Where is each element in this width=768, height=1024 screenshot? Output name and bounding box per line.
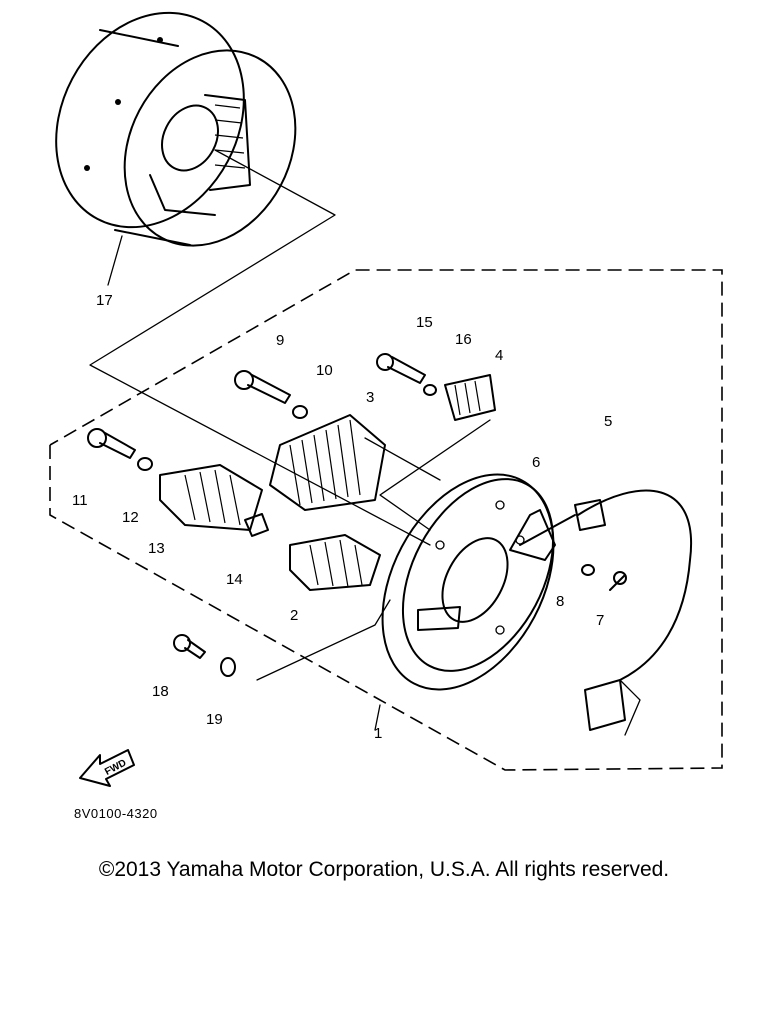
- drawing-code: 8V0100-4320: [74, 806, 158, 821]
- part-label-15: 15: [416, 314, 433, 331]
- part-label-16: 16: [455, 331, 472, 348]
- part-label-11: 11: [72, 492, 88, 509]
- wire-harness: [519, 489, 693, 736]
- copyright-notice: ©2013 Yamaha Motor Corporation, U.S.A. A…: [98, 858, 670, 881]
- part-label-14: 14: [226, 571, 243, 588]
- bolt-9: [234, 370, 291, 404]
- part-label-19: 19: [206, 711, 223, 728]
- part-label-13: 13: [148, 540, 165, 557]
- washer-10: [292, 405, 308, 419]
- part-label-2: 2: [290, 607, 298, 624]
- part-label-9: 9: [276, 332, 284, 349]
- part-label-3: 3: [366, 389, 374, 406]
- part-label-7: 7: [596, 612, 604, 629]
- pulser-coil-small: [444, 374, 496, 421]
- bracket: [509, 509, 556, 561]
- lighting-coil-right: [289, 534, 381, 591]
- stator-base-plate: [381, 473, 555, 691]
- bolt-15: [376, 353, 426, 384]
- part-label-18: 18: [152, 683, 169, 700]
- screw-7: [609, 571, 627, 591]
- washer-8: [581, 564, 595, 576]
- part-label-17: 17: [96, 292, 113, 309]
- spacer-14: [244, 513, 269, 537]
- part-label-4: 4: [495, 347, 503, 364]
- washer-12: [137, 457, 153, 471]
- washer-19: [220, 657, 236, 677]
- part-label-8: 8: [556, 593, 564, 610]
- washer-16: [423, 384, 437, 396]
- part-labels: 1 2 3 4 5 6 7 8 9 10 11 12 13 14 15 16 1…: [72, 292, 612, 742]
- bolt-18: [173, 634, 206, 659]
- part-label-1: 1: [374, 725, 382, 742]
- exploded-parts-diagram: 1 2 3 4 5 6 7 8 9 10 11 12 13 14 15 16 1…: [49, 11, 723, 787]
- part-label-10: 10: [316, 362, 333, 379]
- charge-coil: [269, 414, 386, 511]
- bolt-11: [87, 428, 136, 459]
- flywheel-rotor: [55, 11, 297, 247]
- part-label-5: 5: [604, 413, 612, 430]
- part-label-6: 6: [532, 454, 540, 471]
- part-label-12: 12: [122, 509, 139, 526]
- forward-arrow-icon: FWD: [79, 749, 135, 787]
